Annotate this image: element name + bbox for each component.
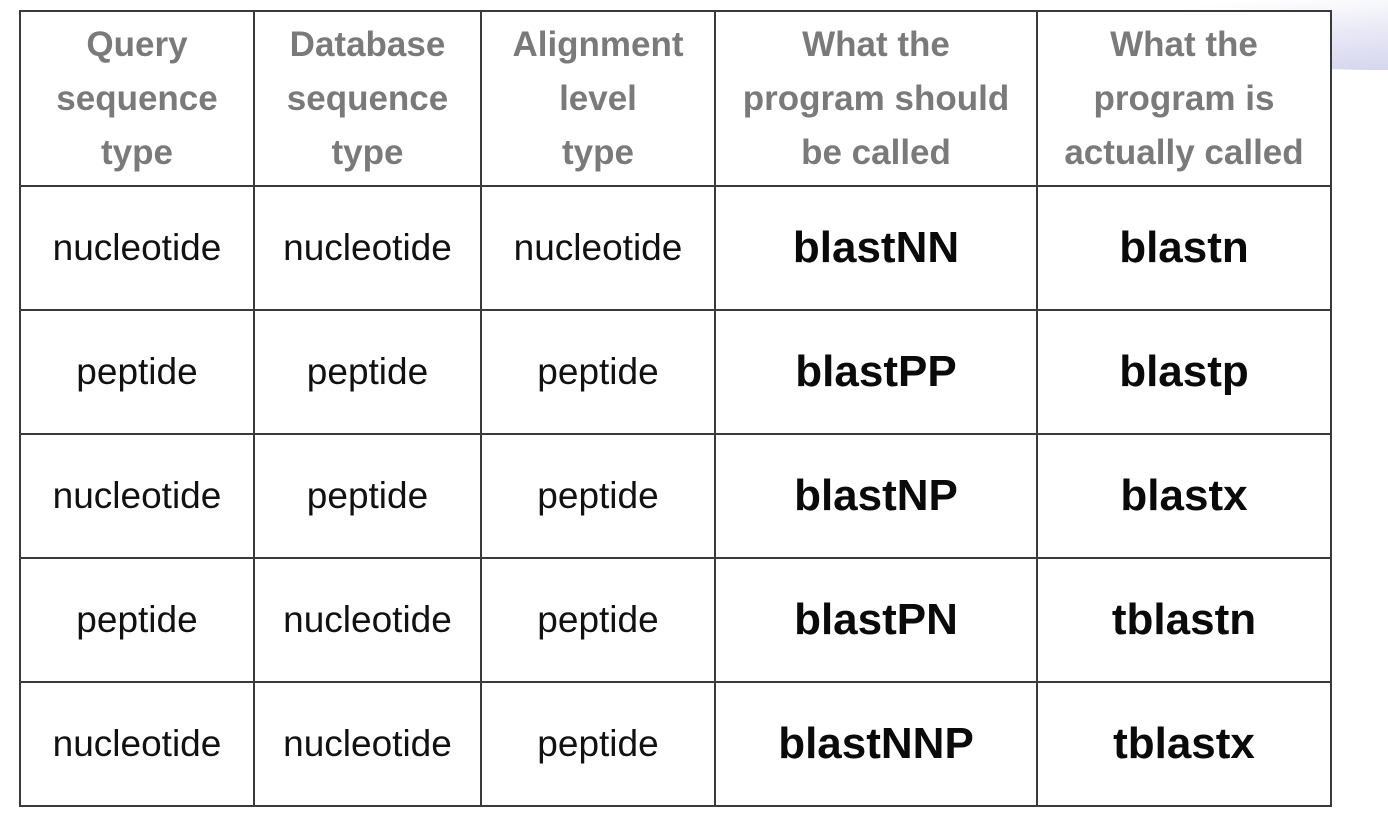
database-type-cell: nucleotide — [253, 185, 482, 311]
actually-called-cell: tblastn — [1036, 557, 1332, 683]
alignment-type-cell: peptide — [480, 433, 716, 559]
alignment-type-cell: peptide — [480, 681, 716, 807]
header-line: type — [101, 132, 173, 172]
database-type-cell: nucleotide — [253, 681, 482, 807]
header-line: sequence — [56, 78, 218, 118]
header-line: program should — [742, 78, 1010, 118]
header-line: Alignment — [512, 24, 684, 64]
header-row: Query sequence type Database sequence ty… — [19, 10, 1332, 187]
should-be-called-cell: blastNN — [714, 185, 1038, 311]
header-line: type — [562, 132, 634, 172]
actually-called-cell: tblastx — [1036, 681, 1332, 807]
query-type-cell: nucleotide — [19, 433, 255, 559]
alignment-type-cell: peptide — [480, 557, 716, 683]
database-type-cell: peptide — [253, 309, 482, 435]
header-actually-called: What the program is actually called — [1036, 10, 1332, 187]
header-line: Database — [289, 24, 446, 64]
actually-called-cell: blastx — [1036, 433, 1332, 559]
query-type-cell: nucleotide — [19, 185, 255, 311]
alignment-type-cell: peptide — [480, 309, 716, 435]
table-row: peptide nucleotide peptide blastPN tblas… — [19, 557, 1332, 683]
database-type-cell: peptide — [253, 433, 482, 559]
header-line: program is — [1093, 78, 1275, 118]
header-should-be-called: What the program should be called — [714, 10, 1038, 187]
table-row: nucleotide peptide peptide blastNP blast… — [19, 433, 1332, 559]
actually-called-cell: blastn — [1036, 185, 1332, 311]
alignment-type-cell: nucleotide — [480, 185, 716, 311]
header-line: Query — [86, 24, 188, 64]
header-alignment-level-type: Alignment level type — [480, 10, 716, 187]
header-line: be called — [801, 132, 951, 172]
table-row: nucleotide nucleotide nucleotide blastNN… — [19, 185, 1332, 311]
header-line: What the — [1110, 24, 1258, 64]
header-line: What the — [802, 24, 950, 64]
header-line: level — [559, 78, 637, 118]
header-query-sequence-type: Query sequence type — [19, 10, 255, 187]
query-type-cell: nucleotide — [19, 681, 255, 807]
query-type-cell: peptide — [19, 309, 255, 435]
header-line: type — [331, 132, 404, 172]
blast-programs-table: Query sequence type Database sequence ty… — [19, 10, 1332, 807]
header-line: actually called — [1064, 132, 1304, 172]
should-be-called-cell: blastPN — [714, 557, 1038, 683]
query-type-cell: peptide — [19, 557, 255, 683]
actually-called-cell: blastp — [1036, 309, 1332, 435]
table-row: peptide peptide peptide blastPP blastp — [19, 309, 1332, 435]
should-be-called-cell: blastNP — [714, 433, 1038, 559]
header-line: sequence — [286, 78, 449, 118]
database-type-cell: nucleotide — [253, 557, 482, 683]
header-database-sequence-type: Database sequence type — [253, 10, 482, 187]
table-row: nucleotide nucleotide peptide blastNNP t… — [19, 681, 1332, 807]
should-be-called-cell: blastPP — [714, 309, 1038, 435]
should-be-called-cell: blastNNP — [714, 681, 1038, 807]
